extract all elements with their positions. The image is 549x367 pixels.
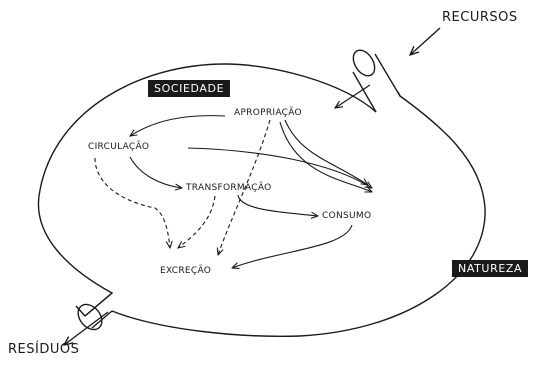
circulation-to-excretion-dashed-arrow	[94, 157, 170, 248]
transformation-to-consumption-arrow	[237, 194, 318, 216]
waste-label: RESÍDUOS	[8, 342, 80, 357]
appropriation-label: APROPRIAÇÃO	[234, 108, 302, 118]
nature-box: NATUREZA	[452, 260, 529, 277]
appropriation-to-excretion-dashed-arrow	[218, 119, 271, 255]
consumption-label: CONSUMO	[322, 211, 372, 221]
waste-out-arrow	[64, 311, 109, 345]
consumption-to-excretion-arrow	[232, 224, 353, 268]
society-box: SOCIEDADE	[148, 80, 231, 97]
circulation-to-transformation-arrow	[129, 156, 182, 188]
transformation-label: TRANSFORMAÇÃO	[186, 183, 272, 193]
resources-in-arrow	[410, 27, 441, 55]
circulation-to-consumption-arrow	[187, 147, 372, 188]
transformation-to-excretion-dashed-arrow	[178, 195, 216, 248]
appropriation-to-circulation-arrow	[130, 115, 226, 136]
appropriation-to-consumption-arrow-a	[284, 119, 368, 185]
flask-outline	[37, 63, 486, 337]
circulation-label: CIRCULAÇÃO	[88, 142, 150, 152]
excretion-label: EXCREÇÃO	[160, 266, 212, 276]
inlet-to-appropriation-arrow	[335, 84, 371, 108]
appropriation-to-consumption-arrow-b	[279, 121, 372, 192]
inlet-tube	[352, 53, 401, 113]
inlet-opening	[352, 49, 376, 77]
outlet-opening	[77, 303, 103, 331]
resources-label: RECURSOS	[442, 10, 518, 25]
